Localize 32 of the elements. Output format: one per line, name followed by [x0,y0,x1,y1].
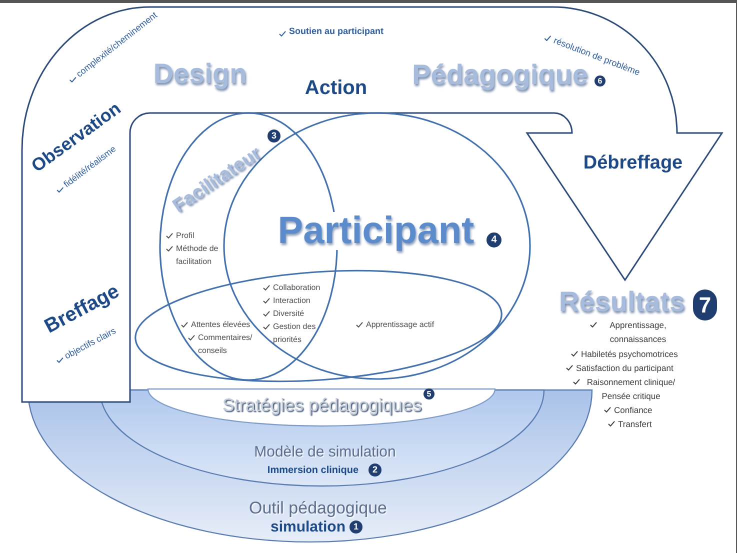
checklist-item: Attentes élevées [191,319,250,331]
checklist-item: Soutien au participant [289,27,384,36]
checklist-item: Transfert [618,418,652,431]
heading-word: Action [304,78,368,98]
checklist-item: Apprentissage actif [366,319,434,331]
venn-ellipse [134,269,504,383]
outcomes-title: Résultats [558,288,686,316]
number-badge: 4 [486,232,502,248]
checklist-item: Gestion des priorités [273,321,317,346]
layer-subtitle: Immersion clinique [267,466,359,476]
heading-word: Pédagogique [412,61,588,89]
checklist-item: Raisonnement clinique/ Pensée critique [586,376,676,403]
checklist-item: Profil [176,230,194,242]
checklist-item: Confiance [614,404,652,417]
layer-bowl [146,386,497,428]
layer-title: Outil pédagogique [249,500,387,516]
layer-bowl [26,386,594,544]
number-badge: 3 [268,130,280,142]
checklist-item: Méthode de facilitation [176,243,220,268]
checklist-item: Commentaires/ conseils [198,332,254,357]
checklist-item: Collaboration [273,282,320,294]
layer-title: Stratégies pédagogiques [222,396,422,414]
checklist-item: Habiletés psychomotrices [581,348,678,361]
layer-title: Modèle de simulation [254,444,396,460]
checklist-item: Interaction [273,295,310,307]
checklist-item: Diversité [273,308,304,320]
checklist-item: Satisfaction du participant [576,362,674,375]
phase-label: Débreffage [583,154,683,172]
checklist-item: Apprentissage, connaissances [608,319,668,346]
layer-subtitle: simulation [270,520,346,534]
number-badge: 7 [693,290,717,320]
heading-word: Design [153,60,247,88]
